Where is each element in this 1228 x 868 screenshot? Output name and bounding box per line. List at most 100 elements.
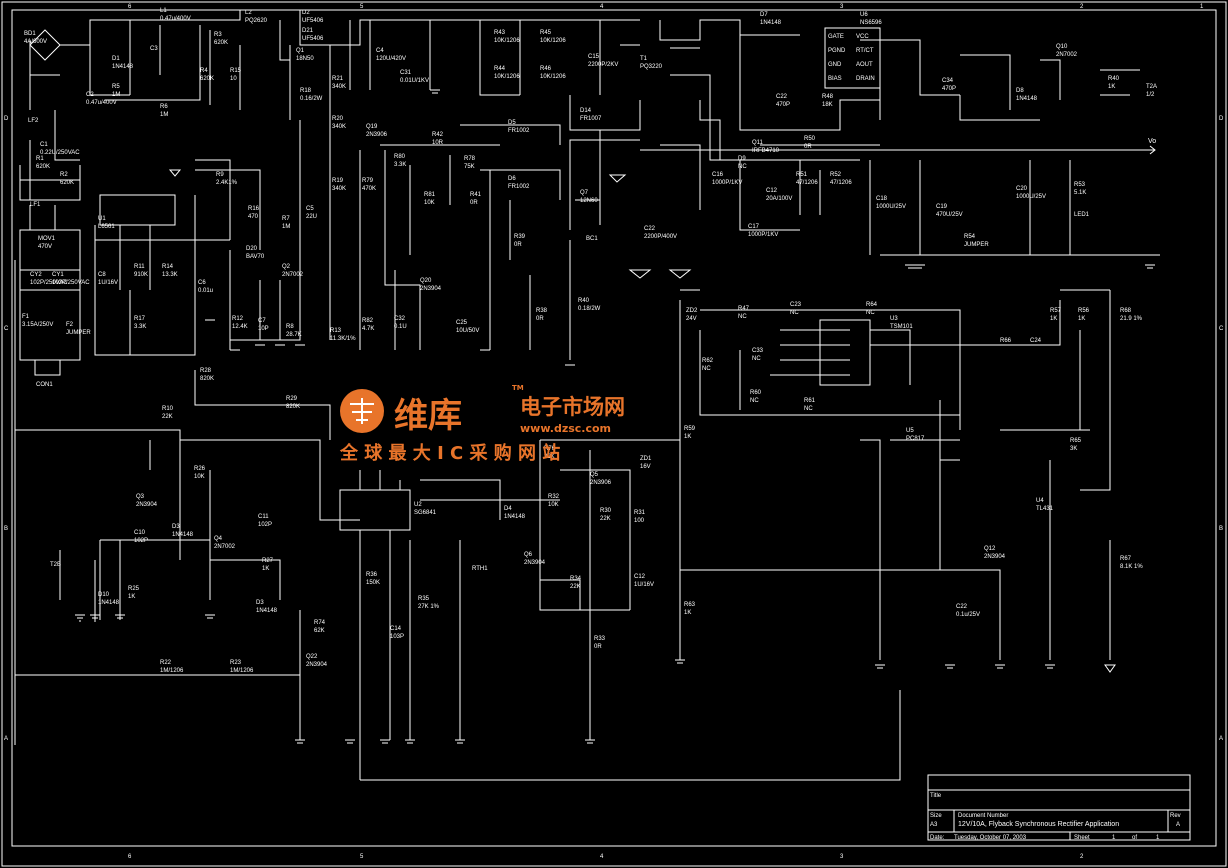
- component-value: 20A/100V: [766, 196, 792, 202]
- component-ref: Q1: [296, 48, 305, 54]
- component-ref: Q3: [136, 494, 145, 500]
- component-value: 5.1K: [1074, 190, 1086, 196]
- component-value: 10K/1206: [540, 38, 566, 44]
- component-value: 2.4K1%: [216, 180, 238, 186]
- component-ref: R45: [540, 30, 552, 36]
- component-ref: BC1: [586, 236, 598, 242]
- component-value: 22K: [570, 584, 581, 590]
- component-value: 470U/25V: [936, 212, 963, 218]
- zone-letter: B: [4, 526, 8, 532]
- component-value: 0R: [536, 316, 544, 322]
- component-ref: F1: [22, 314, 30, 320]
- component-ref: R40: [578, 298, 590, 304]
- component-c2: C20.47u/400V: [86, 92, 117, 106]
- component-ref: R1: [36, 156, 44, 162]
- component-ref: R40: [1108, 76, 1120, 82]
- component-ref: T1: [640, 56, 648, 62]
- pin-label: PGND: [828, 48, 846, 54]
- component-value: 1N4148: [112, 64, 134, 70]
- zone-number: 2: [1080, 854, 1084, 860]
- component-ref: BD1: [24, 31, 36, 37]
- ground-symbols: [75, 89, 1155, 744]
- component-value: NC: [702, 366, 711, 372]
- zone-number: 2: [1080, 4, 1084, 10]
- component-labels: BD14A/600VL10.47u/400VL2PQ2620D11N4148C3…: [22, 8, 1157, 674]
- component-value: 620K: [214, 40, 228, 46]
- component-mov1: MOV1 470V: [38, 236, 56, 250]
- component-value: 100: [634, 518, 645, 524]
- component-ref: CON1: [36, 382, 53, 388]
- component-value: 820K: [200, 376, 214, 382]
- component-value: 1K: [1108, 84, 1115, 90]
- component-ref: D14: [580, 108, 592, 114]
- component-c24: C24: [1030, 338, 1042, 344]
- component-ref: R64: [866, 302, 878, 308]
- component-ref: R16: [248, 206, 260, 212]
- component-value: 1K: [262, 566, 269, 572]
- component-value: 102P/250VAC: [52, 280, 90, 286]
- component-ref: D20: [246, 246, 258, 252]
- zone-letter: C: [4, 326, 9, 332]
- component-ref: R46: [540, 66, 552, 72]
- component-ref: U6: [860, 12, 868, 18]
- component-ref: C8: [98, 272, 106, 278]
- component-value: 2N3904: [984, 554, 1006, 560]
- component-value: 1M/1206: [160, 668, 184, 674]
- component-ref: R6: [160, 104, 168, 110]
- component-ref: R19: [332, 178, 344, 184]
- component-value: 1K: [684, 610, 691, 616]
- of-label: of: [1132, 835, 1137, 841]
- component-ref: R10: [162, 406, 174, 412]
- component-value: 1M: [112, 92, 120, 98]
- component-ref: C15: [588, 54, 600, 60]
- component-value: 27K 1%: [418, 604, 440, 610]
- component-led1: LED1: [1074, 212, 1090, 218]
- component-value: 1K: [128, 594, 135, 600]
- component-con1: CON1: [36, 382, 53, 388]
- component-ref: R63: [684, 602, 696, 608]
- zone-letter: A: [4, 736, 8, 742]
- component-ref: ZD1: [640, 456, 652, 462]
- component-ref: R9: [216, 172, 224, 178]
- component-ref: U2: [414, 502, 422, 508]
- component-ref: MOV1: [38, 236, 56, 242]
- component-ref: R23: [230, 660, 242, 666]
- component-value: 470V: [38, 244, 52, 250]
- component-ref: R13: [330, 328, 342, 334]
- component-value: 4A/600V: [24, 39, 47, 45]
- component-ref: R27: [262, 558, 274, 564]
- zone-letter: D: [1219, 116, 1224, 122]
- component-value: 10K/1206: [540, 74, 566, 80]
- component-value: JUMPER: [66, 330, 91, 336]
- component-value: 340K: [332, 124, 346, 130]
